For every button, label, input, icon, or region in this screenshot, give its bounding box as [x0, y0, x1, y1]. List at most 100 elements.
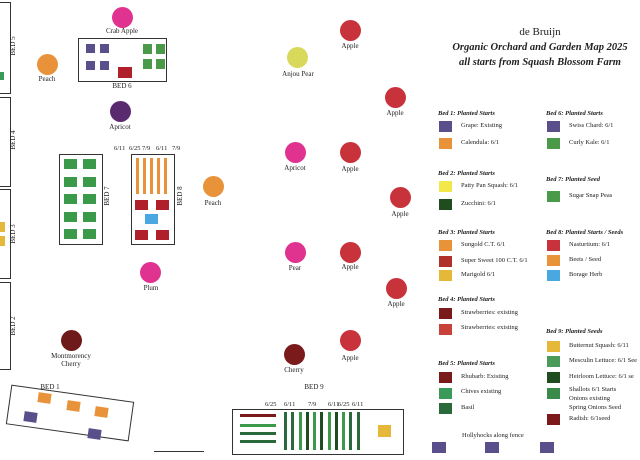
bed-7-peas: [83, 229, 96, 239]
legend-bed7-heading: Bed 7: Planted Seed: [546, 176, 600, 183]
bed-8-nasturtium: [135, 230, 148, 240]
bed-8-date: 6/11: [114, 145, 126, 152]
legend-bed6-heading: Bed 6: Planted Starts: [546, 110, 603, 117]
tree-apple: [390, 187, 411, 208]
legend-swatch: [439, 121, 452, 132]
bed-1-label: BED 1: [40, 383, 60, 391]
tree-label-apricot-mid: Apricot: [284, 164, 306, 172]
legend-item: Beets / Seed: [569, 256, 602, 263]
legend-item: Calendula: 6/1: [461, 139, 500, 146]
bed-9-date: 6/11: [284, 401, 296, 408]
bed-1-calendula: [37, 392, 52, 404]
hollyhock-marker: [485, 442, 499, 453]
bed-9-shallot-row: [284, 412, 287, 450]
legend-item: Nasturtium: 6/1: [569, 241, 610, 248]
bed-8-beet-row: [143, 158, 146, 194]
legend-item: Strawberries: existing: [461, 309, 518, 316]
tree-montmorency-cherry: [61, 330, 82, 351]
hollyhocks-note: Hollyhocks along fence: [462, 432, 524, 439]
tree-label-apple: Apple: [386, 109, 404, 117]
bed-7-peas: [64, 159, 77, 169]
tree-label-apple: Apple: [341, 165, 359, 173]
bed-8-date: 6/25: [129, 145, 141, 152]
legend-swatch: [439, 256, 452, 267]
tree-label-cherry: Cherry: [284, 366, 304, 374]
bed-3-plot: [0, 189, 11, 279]
bed-6-rhubarb: [118, 67, 132, 78]
legend-swatch: [439, 372, 452, 383]
bed-1-calendula: [66, 400, 81, 412]
bed-8-beet-row: [150, 158, 153, 194]
legend-item: Sugar Snap Peas: [569, 192, 613, 199]
tree-label-plum: Plum: [143, 284, 159, 292]
bed-5-plant: [0, 72, 4, 80]
legend-item: Radish: 6/1seed: [569, 415, 611, 422]
bed-6-label: BED 6: [112, 82, 132, 90]
tree-label-apple: Apple: [341, 263, 359, 271]
legend-item: Curly Kale: 6/1: [569, 139, 610, 146]
tree-apple: [340, 242, 361, 263]
legend-swatch: [547, 270, 560, 281]
legend-swatch: [547, 255, 560, 266]
bed-9-date: 6/11: [328, 401, 340, 408]
bed-9-shallot-row: [328, 412, 331, 450]
bed-7-peas: [83, 194, 96, 204]
bed-9-squash: [378, 425, 391, 437]
legend-item: Borage Herb: [569, 271, 603, 278]
legend-item: Butternut Squash: 6/11: [569, 342, 629, 349]
legend-bed9-heading: Bed 9: Planted Seeds: [546, 328, 603, 335]
tree-anjou-pear: [287, 47, 308, 68]
legend-item: Swiss Chard: 6/1: [569, 122, 614, 129]
legend-swatch: [547, 121, 560, 132]
bed-9-date: 6/25: [265, 401, 277, 408]
tree-apricot-mid: [285, 142, 306, 163]
legend-item: Marigold 6/1: [461, 271, 496, 278]
legend-swatch: [439, 403, 452, 414]
bed-3-plant: [0, 236, 5, 246]
bed-6-chard: [100, 61, 109, 70]
tree-cherry: [284, 344, 305, 365]
legend-swatch: [547, 191, 560, 202]
bed-2-plot: [0, 282, 11, 370]
tree-label-peach-mid: Peach: [204, 199, 222, 207]
fence-line: [154, 451, 204, 452]
tree-label-pear: Pear: [288, 264, 302, 272]
tree-apple: [385, 87, 406, 108]
bed-7-peas: [83, 159, 96, 169]
legend-swatch: [547, 356, 560, 367]
bed-9-heirloom-row: [240, 432, 276, 435]
legend-item: Mesculin Lettuce: 6/1 See: [569, 357, 638, 364]
bed-1-calendula: [94, 406, 109, 418]
tree-pear: [285, 242, 306, 263]
bed-3-plant: [0, 222, 5, 232]
legend-item: Zucchini: 6/1: [461, 200, 496, 207]
legend-item: Chives existing: [461, 388, 502, 395]
bed-8-nasturtium: [135, 200, 148, 210]
bed-7-peas: [83, 212, 96, 222]
map-title: Organic Orchard and Garden Map 2025: [452, 42, 628, 53]
legend-item: Sungold C.T. 6/1: [461, 241, 506, 248]
legend-bed2-heading: Bed 2: Planted Starts: [438, 170, 495, 177]
tree-peach-left: [37, 54, 58, 75]
tree-apricot-top: [110, 101, 131, 122]
bed-6-kale: [156, 44, 165, 54]
bed-8-beet-row: [136, 158, 139, 194]
bed-8-date: 7/9: [172, 145, 181, 152]
hollyhock-marker: [432, 442, 446, 453]
tree-crab-apple: [112, 7, 133, 28]
bed-7-peas: [64, 177, 77, 187]
bed-8-borage: [145, 214, 158, 224]
bed-4-plot: [0, 97, 11, 187]
bed-4-label: BED 4: [9, 130, 17, 150]
bed-5-label: BED 5: [9, 36, 17, 56]
legend-bed1-heading: Bed 1: Planted Starts: [438, 110, 495, 117]
legend-item: Super Sweet 100 C.T. 6/1: [461, 257, 528, 264]
bed-8-plot: [131, 154, 175, 245]
bed-1-grape: [87, 428, 102, 440]
bed-7-peas: [64, 229, 77, 239]
bed-8-beet-row: [164, 158, 167, 194]
legend-swatch: [547, 372, 560, 383]
bed-8-nasturtium: [156, 230, 169, 240]
bed-9-shallot-row: [291, 412, 294, 450]
bed-9-date: 7/9: [308, 401, 317, 408]
